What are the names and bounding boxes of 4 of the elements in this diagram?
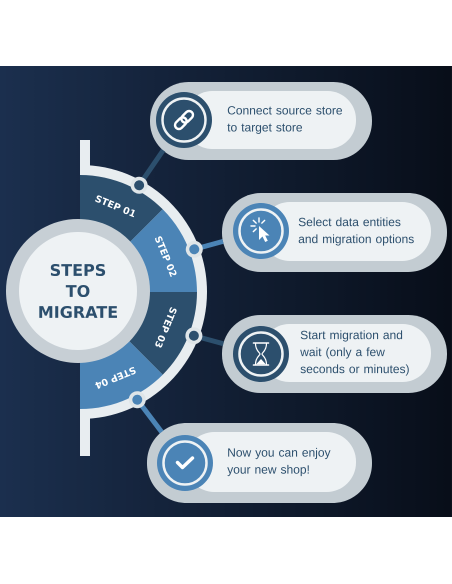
connector-line [185, 327, 224, 346]
connector-line [130, 148, 166, 194]
connector-line [128, 391, 164, 434]
connector-line [186, 238, 224, 258]
